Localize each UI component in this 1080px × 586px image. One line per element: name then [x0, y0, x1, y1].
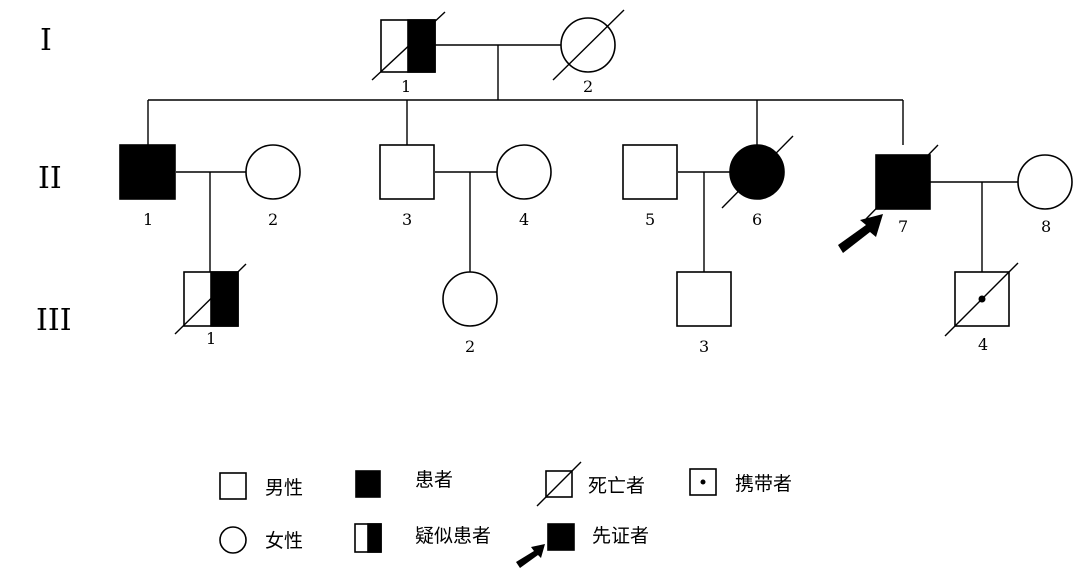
label-II6: 6	[752, 210, 762, 229]
legend-male-label: 男性	[265, 477, 303, 499]
legend-proband-arrow-icon	[516, 544, 545, 568]
label-II3: 3	[402, 210, 412, 229]
individual-II1: 1	[119, 144, 176, 229]
individual-II6: 6	[721, 135, 794, 229]
label-III4: 4	[978, 335, 988, 354]
label-II5: 5	[645, 210, 655, 229]
legend: 男性 患者 死亡者 携带者 女性 疑似患者 先证者	[219, 461, 792, 568]
label-II7: 7	[898, 217, 908, 236]
individual-I2: 2	[552, 9, 625, 96]
individual-III4: 4	[944, 262, 1019, 354]
pedigree-lines	[147, 44, 1018, 272]
proband-arrow-icon	[838, 214, 883, 253]
individual-II5: 5	[622, 144, 678, 229]
label-I1: 1	[401, 77, 411, 96]
legend-male-icon	[219, 472, 247, 500]
individual-II3: 3	[379, 144, 435, 229]
individual-II8: 8	[1017, 154, 1073, 236]
label-II8: 8	[1041, 217, 1051, 236]
label-III1: 1	[206, 329, 216, 348]
generation-label-II: II	[38, 161, 62, 196]
legend-proband-label: 先证者	[592, 525, 649, 547]
legend-affected-label: 患者	[415, 469, 453, 491]
individual-III1: 1	[174, 263, 247, 348]
individual-II7: 7	[865, 144, 939, 236]
label-II1: 1	[143, 210, 153, 229]
individual-II4: 4	[496, 144, 552, 229]
label-I2: 2	[583, 77, 593, 96]
label-II4: 4	[519, 210, 529, 229]
individual-III2: 2	[442, 271, 498, 356]
generation-label-III: III	[36, 303, 72, 338]
individual-II2: 2	[245, 144, 301, 229]
label-II2: 2	[268, 210, 278, 229]
legend-deceased-label: 死亡者	[588, 475, 645, 497]
label-III2: 2	[465, 337, 475, 356]
label-III3: 3	[699, 337, 709, 356]
legend-carrier-label: 携带者	[735, 473, 792, 495]
legend-suspected-label: 疑似患者	[415, 525, 491, 547]
legend-affected-icon	[355, 470, 381, 498]
legend-female-icon	[219, 526, 247, 554]
generation-label-I: I	[40, 23, 52, 58]
legend-proband-icon	[547, 523, 575, 551]
legend-female-label: 女性	[265, 530, 303, 552]
individual-I1: 1	[371, 11, 446, 96]
individual-III3: 3	[676, 271, 732, 356]
